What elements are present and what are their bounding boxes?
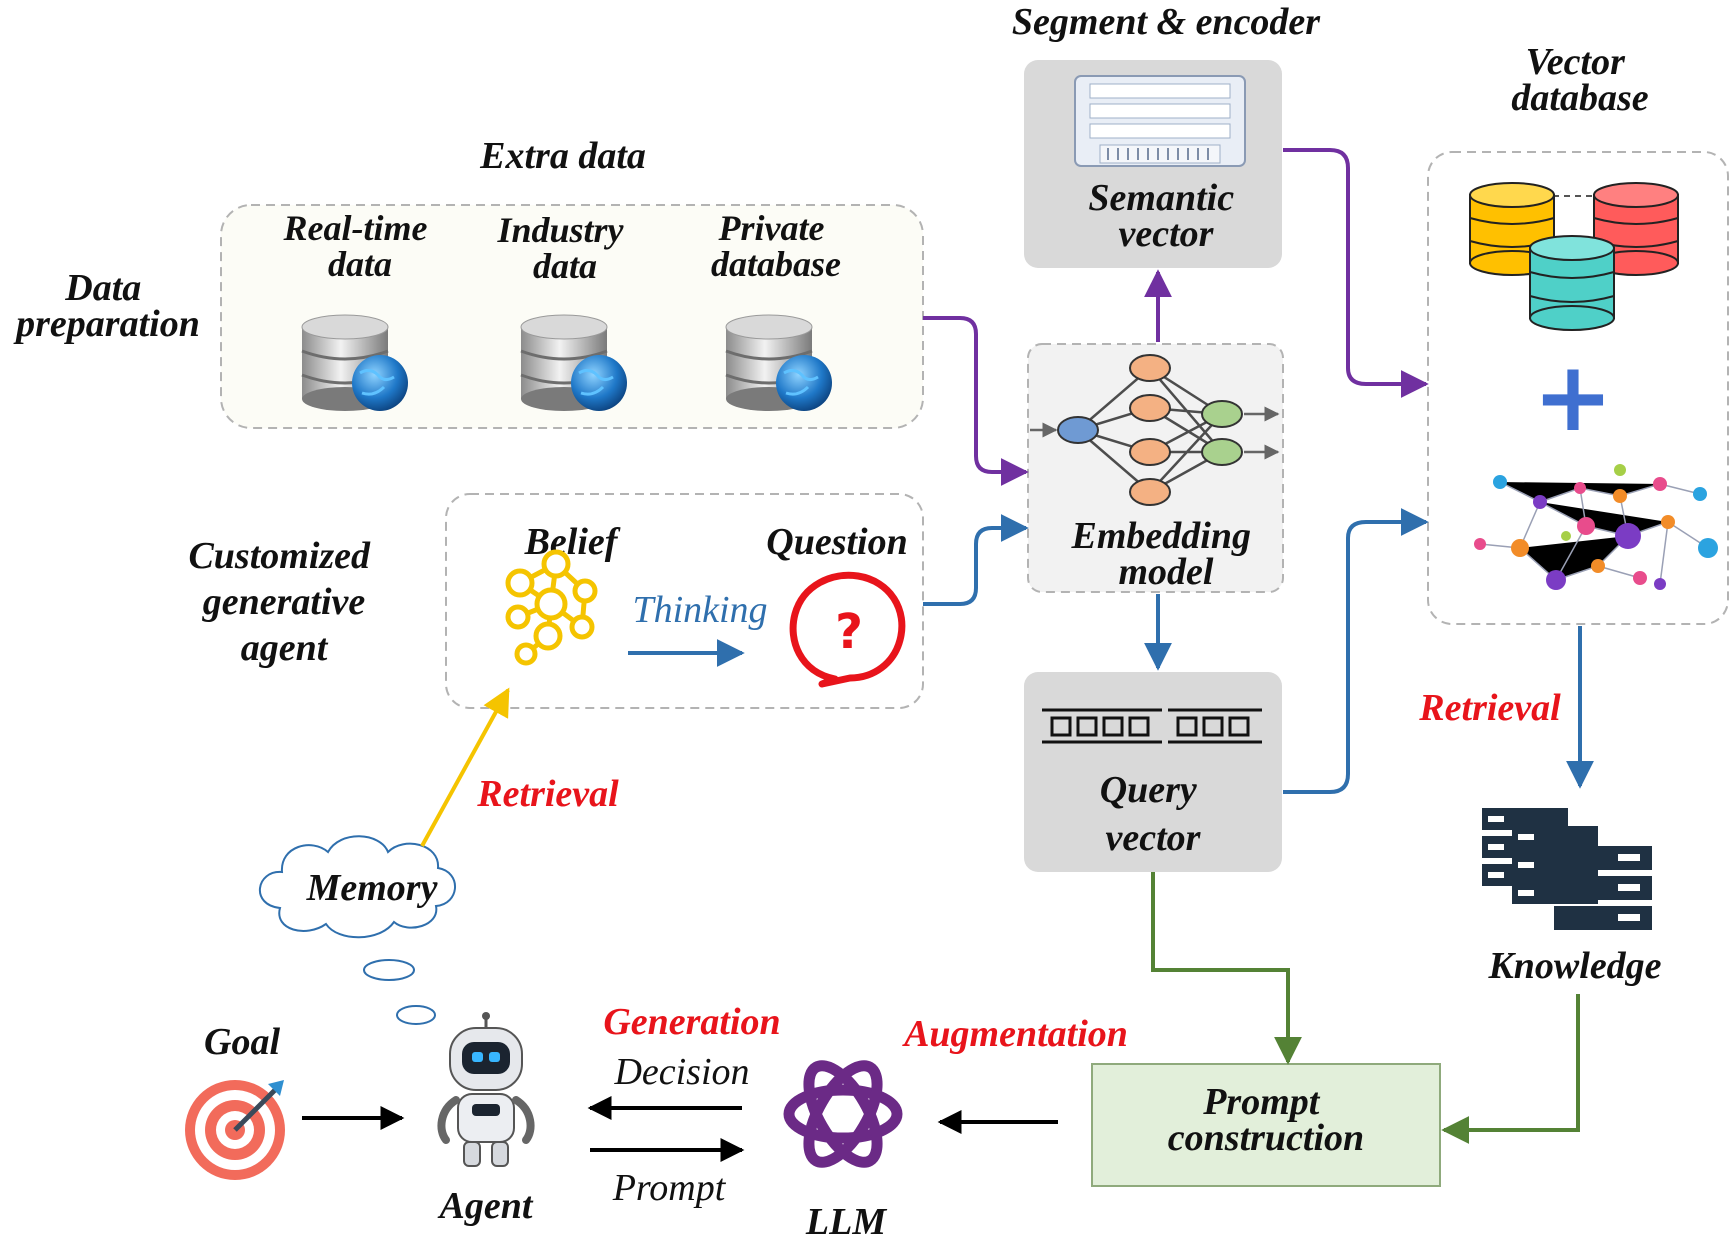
question-to-embedding-arrow xyxy=(923,514,1029,606)
generation-label: Generation xyxy=(603,1001,780,1043)
database-cylinders-icon xyxy=(1469,182,1679,331)
retrieval-knowledge-label: Retrieval xyxy=(1418,687,1561,729)
graph-nodes xyxy=(1474,464,1718,590)
extra-data-title: Extra data xyxy=(479,135,646,177)
industry-data-label: Industry data xyxy=(496,210,632,286)
input-node-icon xyxy=(1057,416,1099,444)
prompt-construction-label: Prompt construction xyxy=(1168,1081,1364,1159)
query-to-vector-db-arrow xyxy=(1283,508,1429,794)
svg-text:?: ? xyxy=(835,604,863,660)
query-to-prompt-arrow xyxy=(1151,872,1302,1065)
memory-cloud-icon xyxy=(259,835,456,1025)
llm-label: LLM xyxy=(805,1201,887,1243)
hidden-node-icon xyxy=(1129,478,1171,506)
retrieval-memory-label: Retrieval xyxy=(476,773,619,815)
private-database-label: Private database xyxy=(711,208,841,284)
embedding-model-label: Embedding model xyxy=(1071,515,1261,593)
prompt-construction-box: Prompt construction xyxy=(1091,1063,1441,1187)
real-time-data-label: Real-time data xyxy=(283,208,437,284)
target-icon xyxy=(185,1080,285,1180)
extra-data-to-embedding-arrow xyxy=(923,316,1029,486)
hidden-node-icon xyxy=(1129,394,1171,422)
vector-database-title: Vector database xyxy=(1511,41,1648,119)
belief-network-icon xyxy=(505,549,598,666)
vector-database-group: + xyxy=(1427,151,1729,625)
knowledge-label: Knowledge xyxy=(1487,945,1661,987)
embedding-model-group: Embedding model xyxy=(1027,343,1284,593)
belief-label: Belief xyxy=(524,521,621,563)
query-vector-box: Query vector xyxy=(1024,672,1282,872)
decision-label: Decision xyxy=(613,1051,749,1093)
output-node-icon xyxy=(1201,438,1243,466)
hidden-node-icon xyxy=(1129,438,1171,466)
semantic-vector-box: Semantic vector xyxy=(1024,60,1282,268)
encoder-layers-icon xyxy=(1074,75,1246,167)
plus-icon: + xyxy=(1533,341,1613,453)
query-vector-label: Query vector xyxy=(1100,769,1207,859)
output-node-icon xyxy=(1201,400,1243,428)
question-label: Question xyxy=(766,521,907,563)
extra-data-group: Extra data Real-time data Industry data … xyxy=(220,135,924,429)
llm-logo-icon xyxy=(783,1060,903,1168)
semantic-vector-label: Semantic vector xyxy=(1088,177,1243,255)
hidden-node-icon xyxy=(1129,354,1171,382)
prompt-label: Prompt xyxy=(612,1167,727,1209)
knowledge-to-prompt-arrow xyxy=(1441,994,1580,1144)
neural-network-icon xyxy=(1030,366,1280,494)
agent-label: Agent xyxy=(438,1185,534,1227)
augmentation-label: Augmentation xyxy=(902,1013,1128,1055)
robot-agent-icon xyxy=(437,1012,535,1167)
knowledge-icon xyxy=(1482,808,1652,930)
memory-label: Memory xyxy=(306,867,438,909)
data-preparation-label: Data preparation xyxy=(13,267,200,345)
question-bubble-icon: ? xyxy=(789,571,906,688)
query-tokens-icon xyxy=(1042,708,1262,744)
memory-to-belief-arrow xyxy=(420,687,510,847)
semantic-to-vector-db-arrow xyxy=(1283,148,1429,398)
segment-encoder-title: Segment & encoder xyxy=(1012,1,1321,43)
goal-label: Goal xyxy=(204,1021,280,1063)
thinking-label: Thinking xyxy=(632,589,767,631)
belief-question-group: Belief Question Thinking ? xyxy=(445,493,924,709)
